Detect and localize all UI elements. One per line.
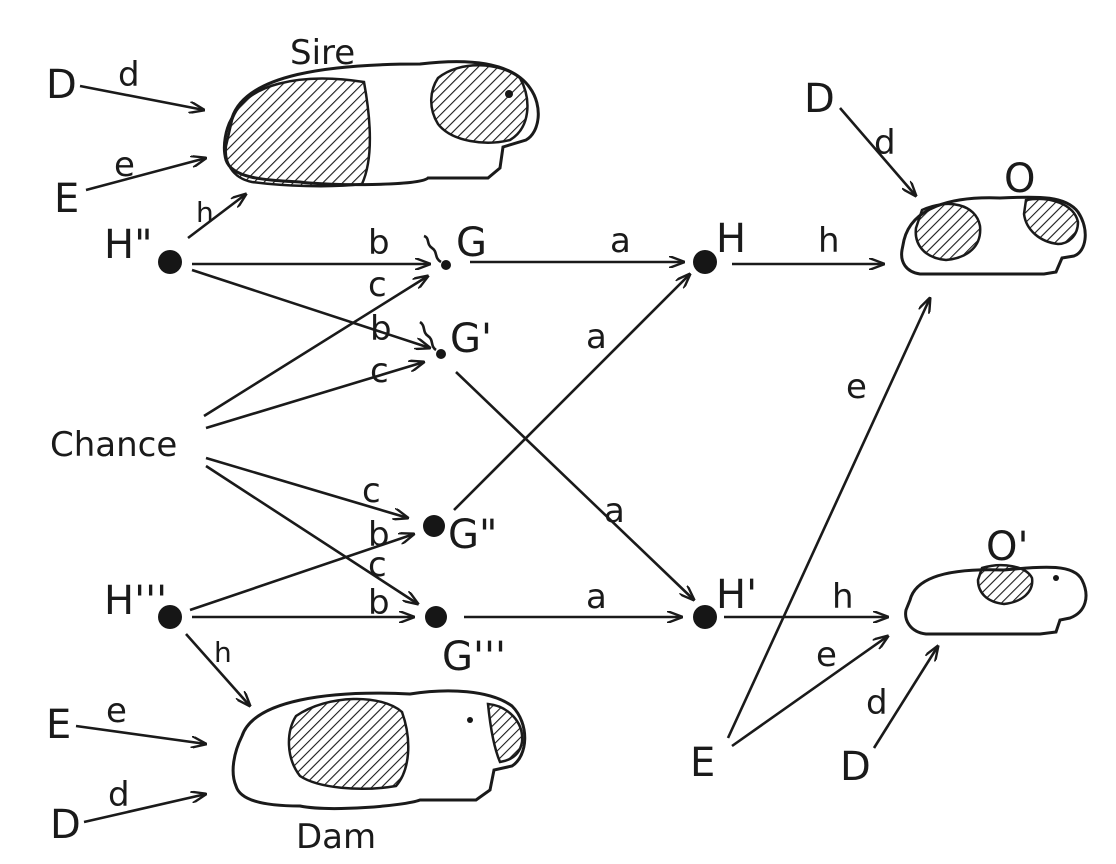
node-g3-dot <box>425 606 447 628</box>
path-label-e-dam: e <box>106 691 127 731</box>
path-label-e-o: e <box>846 367 867 407</box>
path-label-c-g3: c <box>368 545 387 585</box>
node-h-dot <box>693 250 717 274</box>
node-g2-dot <box>423 515 445 537</box>
label-g1: G' <box>450 316 492 362</box>
label-h3: H''' <box>104 578 167 624</box>
path-label-e-sire: e <box>114 145 135 185</box>
path-label-c-g: c <box>368 265 387 305</box>
label-h: H <box>716 216 746 262</box>
path-label-e-o2: e <box>816 635 837 675</box>
node-g-dot <box>441 260 451 270</box>
path-label-d-o: d <box>874 123 896 163</box>
path-label-d-o2: d <box>866 683 888 723</box>
path-label-b-g1: b <box>370 309 392 349</box>
label-sire: Sire <box>290 33 355 73</box>
node-h1-dot <box>693 605 717 629</box>
path-label-d-dam: d <box>108 775 130 815</box>
edges <box>75 84 938 824</box>
node-g1-dot <box>436 349 446 359</box>
label-dam: Dam <box>296 817 376 857</box>
offspring-o-drawing <box>900 195 1087 276</box>
label-g3: G''' <box>442 634 506 680</box>
path-label-a-g2-h: a <box>586 317 607 357</box>
path-label-b-g3: b <box>368 583 390 623</box>
label-e-sire: E <box>54 176 79 222</box>
label-chance: Chance <box>50 425 177 465</box>
path-label-a-g1-h1: a <box>604 491 625 531</box>
label-d-dam: D <box>50 802 81 848</box>
path-label-h-o2: h <box>832 577 854 617</box>
label-h2: H" <box>104 222 152 268</box>
label-d-sire: D <box>46 62 77 108</box>
sperm-tail-g <box>423 234 442 264</box>
label-h1: H' <box>716 572 757 618</box>
path-label-a-g-h: a <box>610 221 631 261</box>
label-e-bottom: E <box>690 740 715 786</box>
sperm-tail-g1 <box>419 320 437 352</box>
sire-drawing <box>222 60 540 188</box>
node-h3-dot <box>158 605 182 629</box>
path-label-h-o: h <box>818 221 840 261</box>
offspring-o2-drawing <box>904 564 1088 636</box>
label-e-dam: E <box>46 702 71 748</box>
path-label-c-g2: c <box>362 471 381 511</box>
path-label-h-dam: h <box>214 636 232 669</box>
label-offspring-o: O <box>1004 156 1035 202</box>
dam-drawing <box>231 689 527 810</box>
label-d-offspring-o: D <box>804 76 835 122</box>
path-label-b-g: b <box>368 223 390 263</box>
label-g2: G" <box>448 512 497 558</box>
path-label-d-sire: d <box>118 55 140 95</box>
path-label-a-g3-h1: a <box>586 577 607 617</box>
node-h2-dot <box>158 250 182 274</box>
label-d-offspring-o2: D <box>840 744 871 790</box>
label-offspring-o2: O' <box>986 524 1028 570</box>
path-label-b-g2: b <box>368 515 390 555</box>
path-label-c-g1: c <box>370 351 389 391</box>
path-label-h-sire: h <box>196 196 214 229</box>
label-g: G <box>456 220 487 266</box>
